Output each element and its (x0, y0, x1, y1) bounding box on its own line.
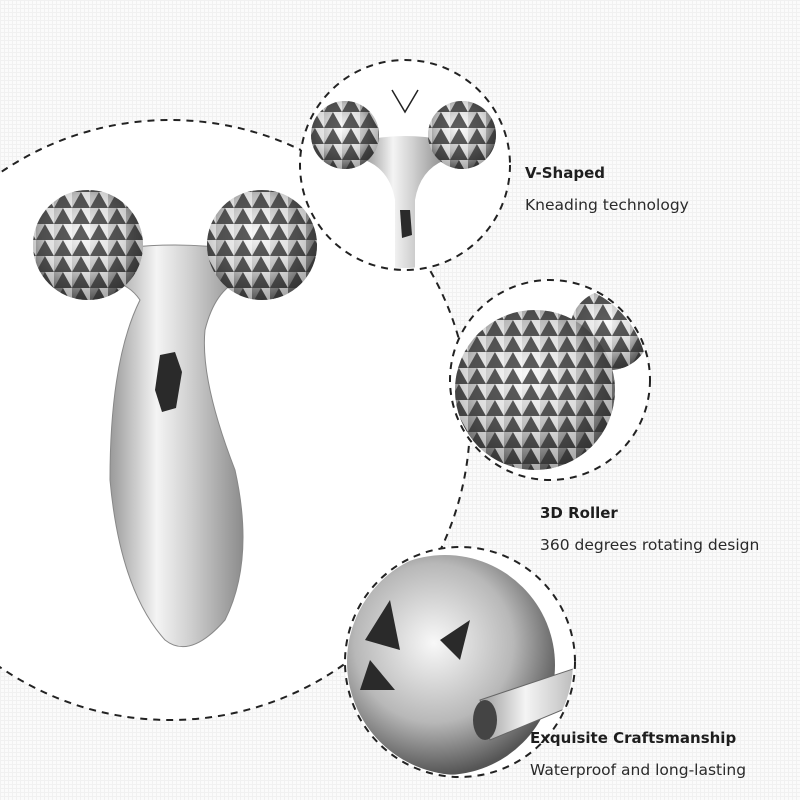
v-shaped-closeup (311, 89, 496, 268)
feature-description: Waterproof and long-lasting (530, 761, 747, 779)
feature-description: Kneading technology (525, 196, 689, 214)
3d-roller-closeup (455, 290, 648, 470)
feature-3d-roller: 3D Roller 360 degrees rotating design (540, 504, 759, 554)
face-roller-main (33, 190, 317, 648)
feature-craftsmanship: Exquisite Craftsmanship Waterproof and l… (530, 729, 746, 779)
feature-description: 360 degrees rotating design (540, 536, 760, 554)
feature-title: Exquisite Craftsmanship (530, 729, 737, 747)
craftsmanship-closeup (347, 555, 573, 775)
feature-v-shaped: V-Shaped Kneading technology (525, 164, 689, 214)
feature-title: 3D Roller (540, 504, 618, 522)
feature-title: V-Shaped (525, 164, 605, 182)
